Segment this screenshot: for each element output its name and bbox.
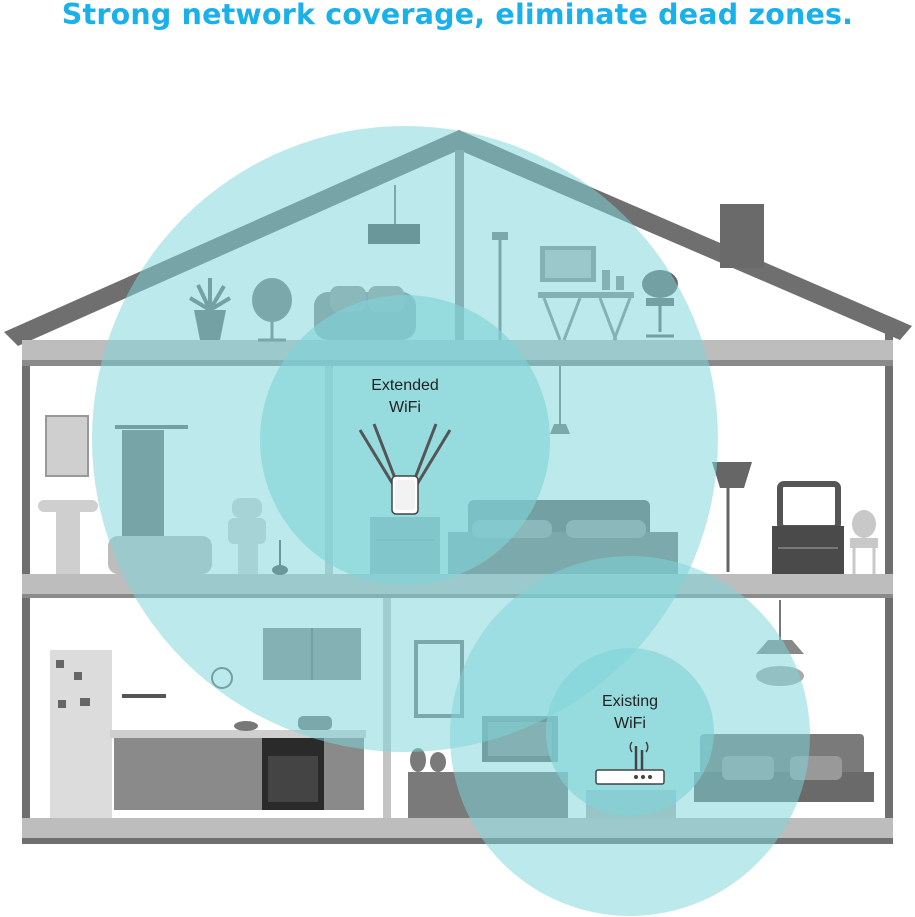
existing-coverage-inner [546,648,714,816]
wifi-router-icon [595,741,665,785]
extended-wifi-line1: Extended [371,377,439,394]
headline: Strong network coverage, eliminate dead … [61,0,854,31]
extended-wifi-line2: WiFi [389,399,421,416]
extended-wifi-label: Extended WiFi [355,375,455,419]
extended-coverage-inner [260,295,550,585]
wifi-extender-icon [358,423,452,515]
existing-wifi-line1: Existing [601,693,659,710]
coverage-zones [92,126,810,916]
existing-wifi-line2: WiFi [614,715,646,732]
existing-wifi-label: Existing WiFi [580,691,680,735]
